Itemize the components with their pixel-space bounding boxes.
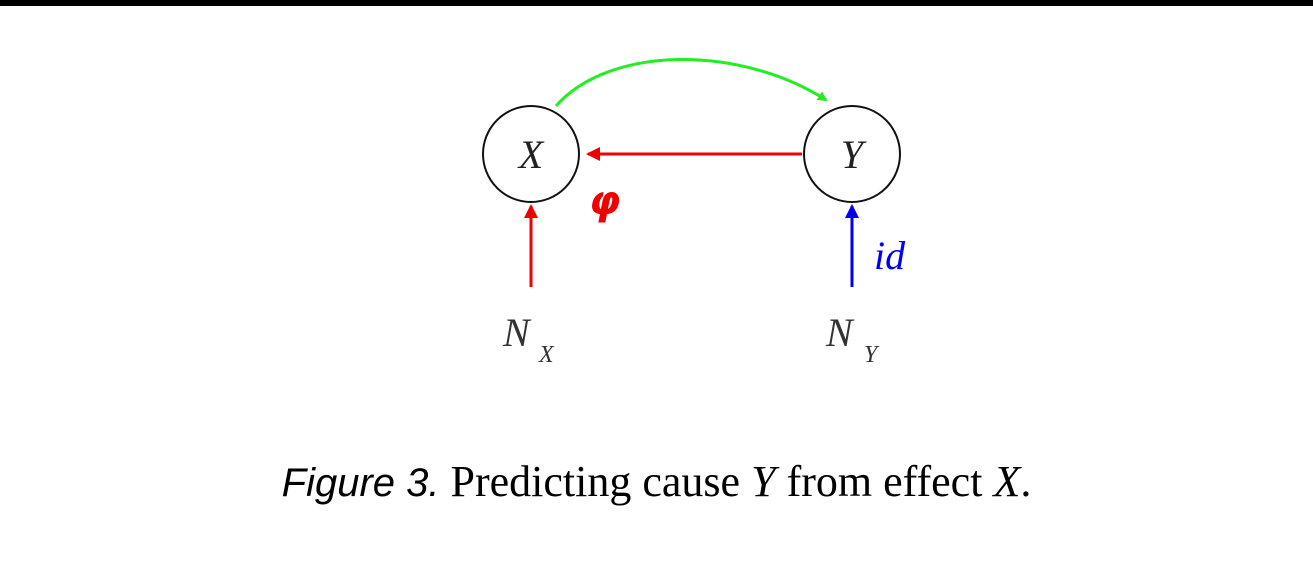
phi-label: φ xyxy=(589,178,620,224)
noise-ny-base: N xyxy=(825,310,855,355)
noise-nx: N X xyxy=(502,310,555,368)
caption-text-1: Predicting cause xyxy=(439,457,752,506)
node-x-circle xyxy=(482,105,580,203)
causal-diagram: X Y φ id N X N Y xyxy=(482,58,906,368)
noise-nx-base: N xyxy=(502,310,532,355)
caption-var-x: X xyxy=(993,457,1021,506)
caption-var-y: Y xyxy=(751,457,776,506)
figure-number: Figure 3. xyxy=(281,461,440,505)
noise-nx-subscript: X xyxy=(538,342,555,368)
node-x-label: X xyxy=(517,132,545,177)
node-y: Y xyxy=(803,105,901,203)
causal-edge-x-to-y xyxy=(554,58,828,107)
noise-ny-subscript: Y xyxy=(864,342,880,368)
caption-text-3: . xyxy=(1020,457,1032,506)
caption-text-2: from effect xyxy=(775,457,994,506)
noise-ny: N Y xyxy=(825,310,880,368)
figure-caption: Figure 3. Predicting cause Y from effect… xyxy=(0,456,1313,507)
node-y-circle xyxy=(803,105,901,203)
id-label: id xyxy=(874,233,906,278)
node-x: X xyxy=(482,105,580,203)
top-rule xyxy=(0,0,1313,6)
node-y-label: Y xyxy=(841,132,867,177)
